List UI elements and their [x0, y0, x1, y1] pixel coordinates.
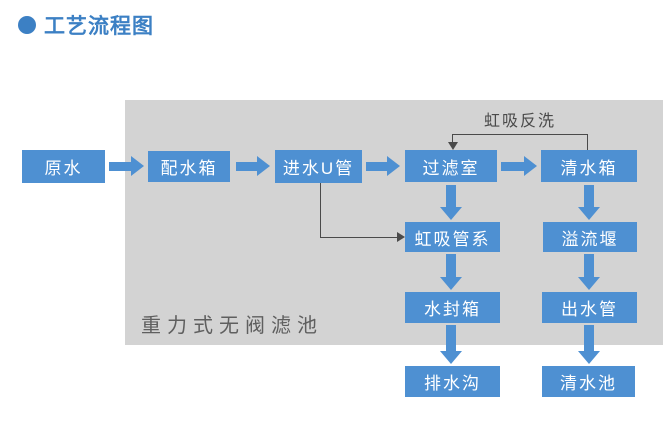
backwash-line-horizontal — [452, 134, 588, 135]
bullet-circle-icon — [18, 16, 36, 34]
arrow-outlet-to-pool-icon — [578, 325, 600, 364]
arrow-cleantank-to-weir-icon — [578, 185, 600, 220]
node-overflow-weir: 溢流堰 — [543, 222, 637, 252]
arrow-distribution-to-upipe-icon — [236, 156, 270, 177]
upipe-arrowhead-icon — [397, 232, 405, 242]
arrow-weir-to-outlet-icon — [578, 254, 600, 290]
node-drain-ditch: 排水沟 — [405, 366, 500, 397]
upipe-line-horizontal — [320, 237, 398, 238]
node-siphon-pipes: 虹吸管系 — [405, 222, 500, 252]
page-title: 工艺流程图 — [44, 15, 154, 38]
node-clean-water-pool: 清水池 — [542, 366, 635, 397]
arrow-siphon-to-waterseal-icon — [440, 254, 462, 290]
arrow-filter-to-siphon-icon — [440, 185, 462, 220]
node-clean-water-tank: 清水箱 — [541, 150, 637, 182]
arrow-filter-to-cleantank-icon — [501, 156, 537, 177]
node-water-seal-tank: 水封箱 — [405, 292, 500, 323]
backwash-line-right-vertical — [587, 134, 588, 150]
backwash-arrowhead-icon — [448, 142, 458, 150]
arrow-waterseal-to-drain-icon — [440, 325, 462, 364]
page-header: 工艺流程图 — [18, 10, 154, 40]
filter-unit-label: 重力式无阀滤池 — [141, 315, 323, 337]
arrow-raw-to-distribution-icon — [109, 156, 144, 177]
node-raw-water: 原水 — [22, 150, 105, 183]
node-inlet-u-pipe: 进水U管 — [275, 150, 362, 183]
node-distribution-tank: 配水箱 — [148, 151, 230, 182]
node-outlet-pipe: 出水管 — [542, 292, 637, 323]
upipe-line-vertical — [320, 183, 321, 237]
backwash-label: 虹吸反洗 — [483, 113, 556, 130]
node-filter-chamber: 过滤室 — [405, 150, 497, 182]
backwash-line-left-vertical — [452, 134, 453, 144]
arrow-upipe-to-filter-icon — [366, 156, 400, 177]
